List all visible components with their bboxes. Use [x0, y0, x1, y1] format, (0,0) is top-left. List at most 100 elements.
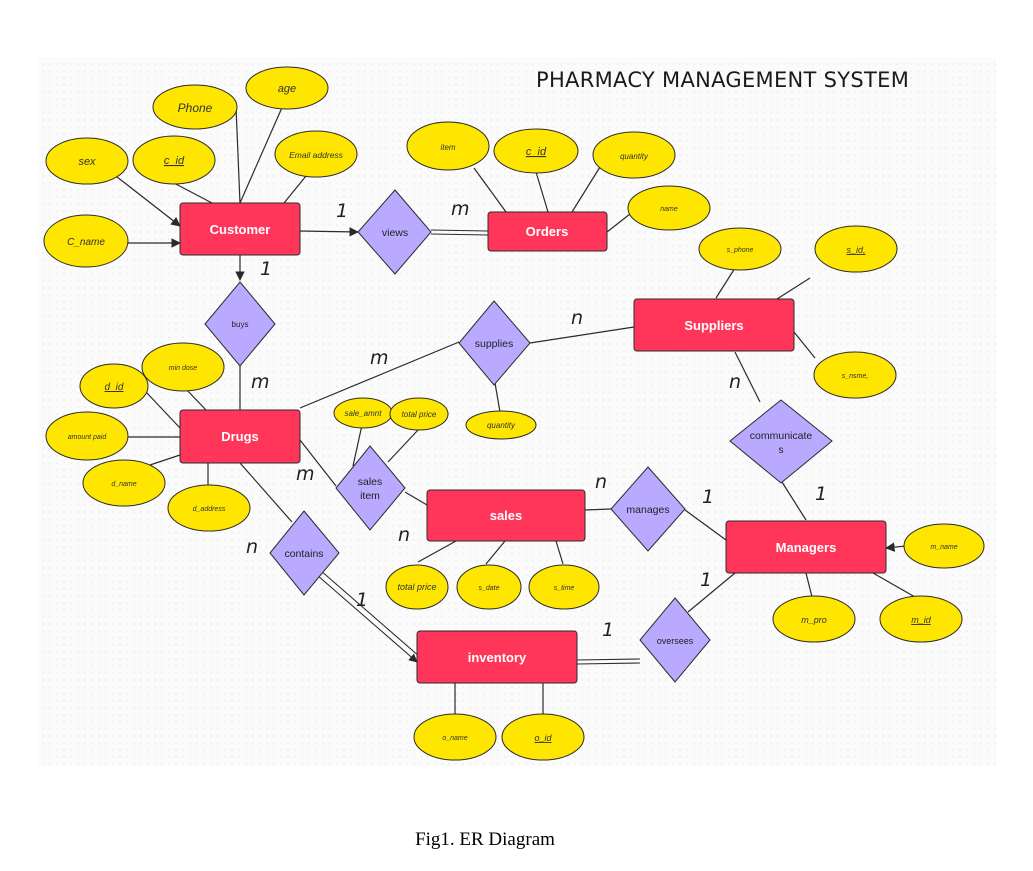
attr-s-id[interactable]: s_id, — [814, 225, 898, 273]
card-contains-inventory: 1 — [356, 589, 368, 611]
card-inventory-oversees: 1 — [602, 619, 614, 641]
svg-text:item: item — [440, 143, 455, 152]
attr-supplies-quantity[interactable]: quantity — [465, 410, 537, 440]
attr-customer-c-id[interactable]: c_id — [132, 135, 216, 185]
line-supplies-quantity — [494, 382, 501, 413]
entity-orders[interactable]: Orders — [487, 211, 608, 252]
attr-o-id[interactable]: o_id — [501, 713, 585, 761]
attr-orders-c-id[interactable]: c_id — [493, 128, 579, 174]
svg-text:m_name: m_name — [930, 544, 957, 551]
entity-suppliers[interactable]: Suppliers — [633, 298, 795, 352]
svg-text:quantity: quantity — [620, 152, 649, 161]
attr-item[interactable]: item — [406, 121, 490, 171]
attr-min-dose[interactable]: min dose — [141, 342, 225, 392]
line-views-orders-b — [430, 233, 489, 236]
card-salesitem-sales: n — [398, 524, 410, 546]
diagram-title: PHARMACY MANAGEMENT SYSTEM — [536, 68, 909, 92]
attr-name[interactable]: name — [627, 185, 711, 231]
svg-text:quantity: quantity — [487, 421, 516, 430]
card-supplies-suppliers: n — [571, 307, 583, 329]
relationship-views[interactable]: views — [357, 189, 432, 275]
entity-inventory[interactable]: inventory — [416, 630, 578, 684]
line-supplies-suppliers — [529, 326, 635, 344]
svg-text:d_address: d_address — [193, 506, 226, 513]
line-cid-customer — [171, 181, 213, 204]
attr-m-name[interactable]: m_name — [903, 523, 985, 569]
attr-email-address[interactable]: Email address — [274, 130, 358, 178]
svg-text:Suppliers: Suppliers — [684, 318, 743, 333]
attr-age[interactable]: age — [245, 66, 329, 110]
entity-drugs[interactable]: Drugs — [179, 409, 301, 464]
attr-salesitem-total-price[interactable]: total price — [389, 397, 449, 431]
attr-o-name[interactable]: o_name — [413, 713, 497, 761]
svg-text:manages: manages — [626, 504, 669, 516]
svg-text:name: name — [660, 206, 678, 213]
line-oversees-managers — [687, 572, 736, 613]
line-sphone-suppliers — [715, 267, 736, 299]
attr-orders-quantity[interactable]: quantity — [592, 131, 676, 179]
svg-text:inventory: inventory — [468, 650, 527, 665]
entity-sales[interactable]: sales — [426, 489, 586, 542]
relationship-oversees[interactable]: oversees — [639, 597, 711, 683]
attr-sale-amnt[interactable]: sale_amnt — [333, 397, 393, 429]
relationship-supplies[interactable]: supplies — [458, 300, 531, 386]
relationship-contains[interactable]: contains — [269, 510, 340, 596]
entity-managers[interactable]: Managers — [725, 520, 887, 574]
relationship-buys[interactable]: buys — [204, 281, 276, 367]
svg-text:sex: sex — [78, 156, 96, 168]
svg-text:o_id: o_id — [534, 733, 552, 743]
attr-s-name[interactable]: s_nsme, — [813, 351, 897, 399]
svg-text:s_time: s_time — [554, 585, 575, 592]
svg-text:s: s — [778, 444, 783, 456]
attr-m-pro[interactable]: m_pro — [772, 595, 856, 643]
attr-d-name[interactable]: d_name — [82, 459, 166, 507]
line-inventory-oversees-b — [576, 662, 641, 665]
card-views-orders: m — [451, 198, 470, 220]
line-mname-managers — [885, 542, 907, 552]
line-sales-manages — [584, 508, 612, 511]
svg-text:total price: total price — [397, 582, 436, 592]
line-manages-managers — [684, 509, 727, 541]
attr-m-id[interactable]: m_id — [879, 595, 963, 643]
svg-text:d_name: d_name — [111, 481, 136, 488]
svg-text:s_nsme,: s_nsme, — [842, 373, 869, 380]
svg-text:sales: sales — [490, 508, 523, 523]
relationship-manages[interactable]: manages — [610, 466, 686, 552]
line-saleamnt-salesitem — [352, 424, 363, 467]
attr-d-id[interactable]: d_id — [79, 363, 149, 409]
svg-text:Orders: Orders — [526, 224, 569, 239]
line-ocid-orders — [535, 171, 549, 213]
svg-text:contains: contains — [284, 548, 323, 560]
attr-amount-paid[interactable]: amount paid — [45, 411, 129, 461]
svg-text:Customer: Customer — [210, 222, 271, 237]
relationship-sales-item[interactable]: sales item — [335, 445, 406, 531]
svg-text:sales: sales — [358, 476, 383, 488]
attr-s-time[interactable]: s_time — [528, 564, 600, 610]
card-manages-managers: 1 — [702, 486, 714, 508]
card-oversees-managers: 1 — [700, 569, 712, 591]
attr-s-phone[interactable]: s_phone — [698, 227, 782, 271]
svg-text:buys: buys — [232, 320, 249, 329]
line-drugs-contains — [239, 462, 293, 523]
line-name-orders — [606, 213, 631, 233]
svg-text:s_phone: s_phone — [727, 247, 754, 254]
relationship-communicates[interactable]: communicate s — [729, 399, 833, 484]
line-inventory-oversees-a — [576, 658, 641, 661]
attr-s-date[interactable]: s_date — [456, 564, 522, 610]
svg-text:min dose: min dose — [169, 365, 198, 372]
figure-caption: Fig1. ER Diagram — [415, 829, 555, 850]
line-communicates-managers — [781, 481, 807, 521]
attr-c-name[interactable]: C_name — [43, 214, 129, 268]
attr-phone[interactable]: Phone — [152, 84, 238, 130]
attr-sales-total-price[interactable]: total price — [385, 564, 449, 610]
line-dname-drugs — [149, 454, 181, 466]
svg-text:c_id: c_id — [526, 146, 547, 158]
line-mid-managers — [872, 572, 916, 598]
attr-sex[interactable]: sex — [45, 137, 129, 185]
card-drugs-contains: n — [246, 536, 258, 558]
line-did-drugs — [145, 391, 181, 429]
svg-text:Managers: Managers — [776, 540, 837, 555]
entity-customer[interactable]: Customer — [179, 202, 301, 256]
attr-d-address[interactable]: d_address — [167, 484, 251, 532]
